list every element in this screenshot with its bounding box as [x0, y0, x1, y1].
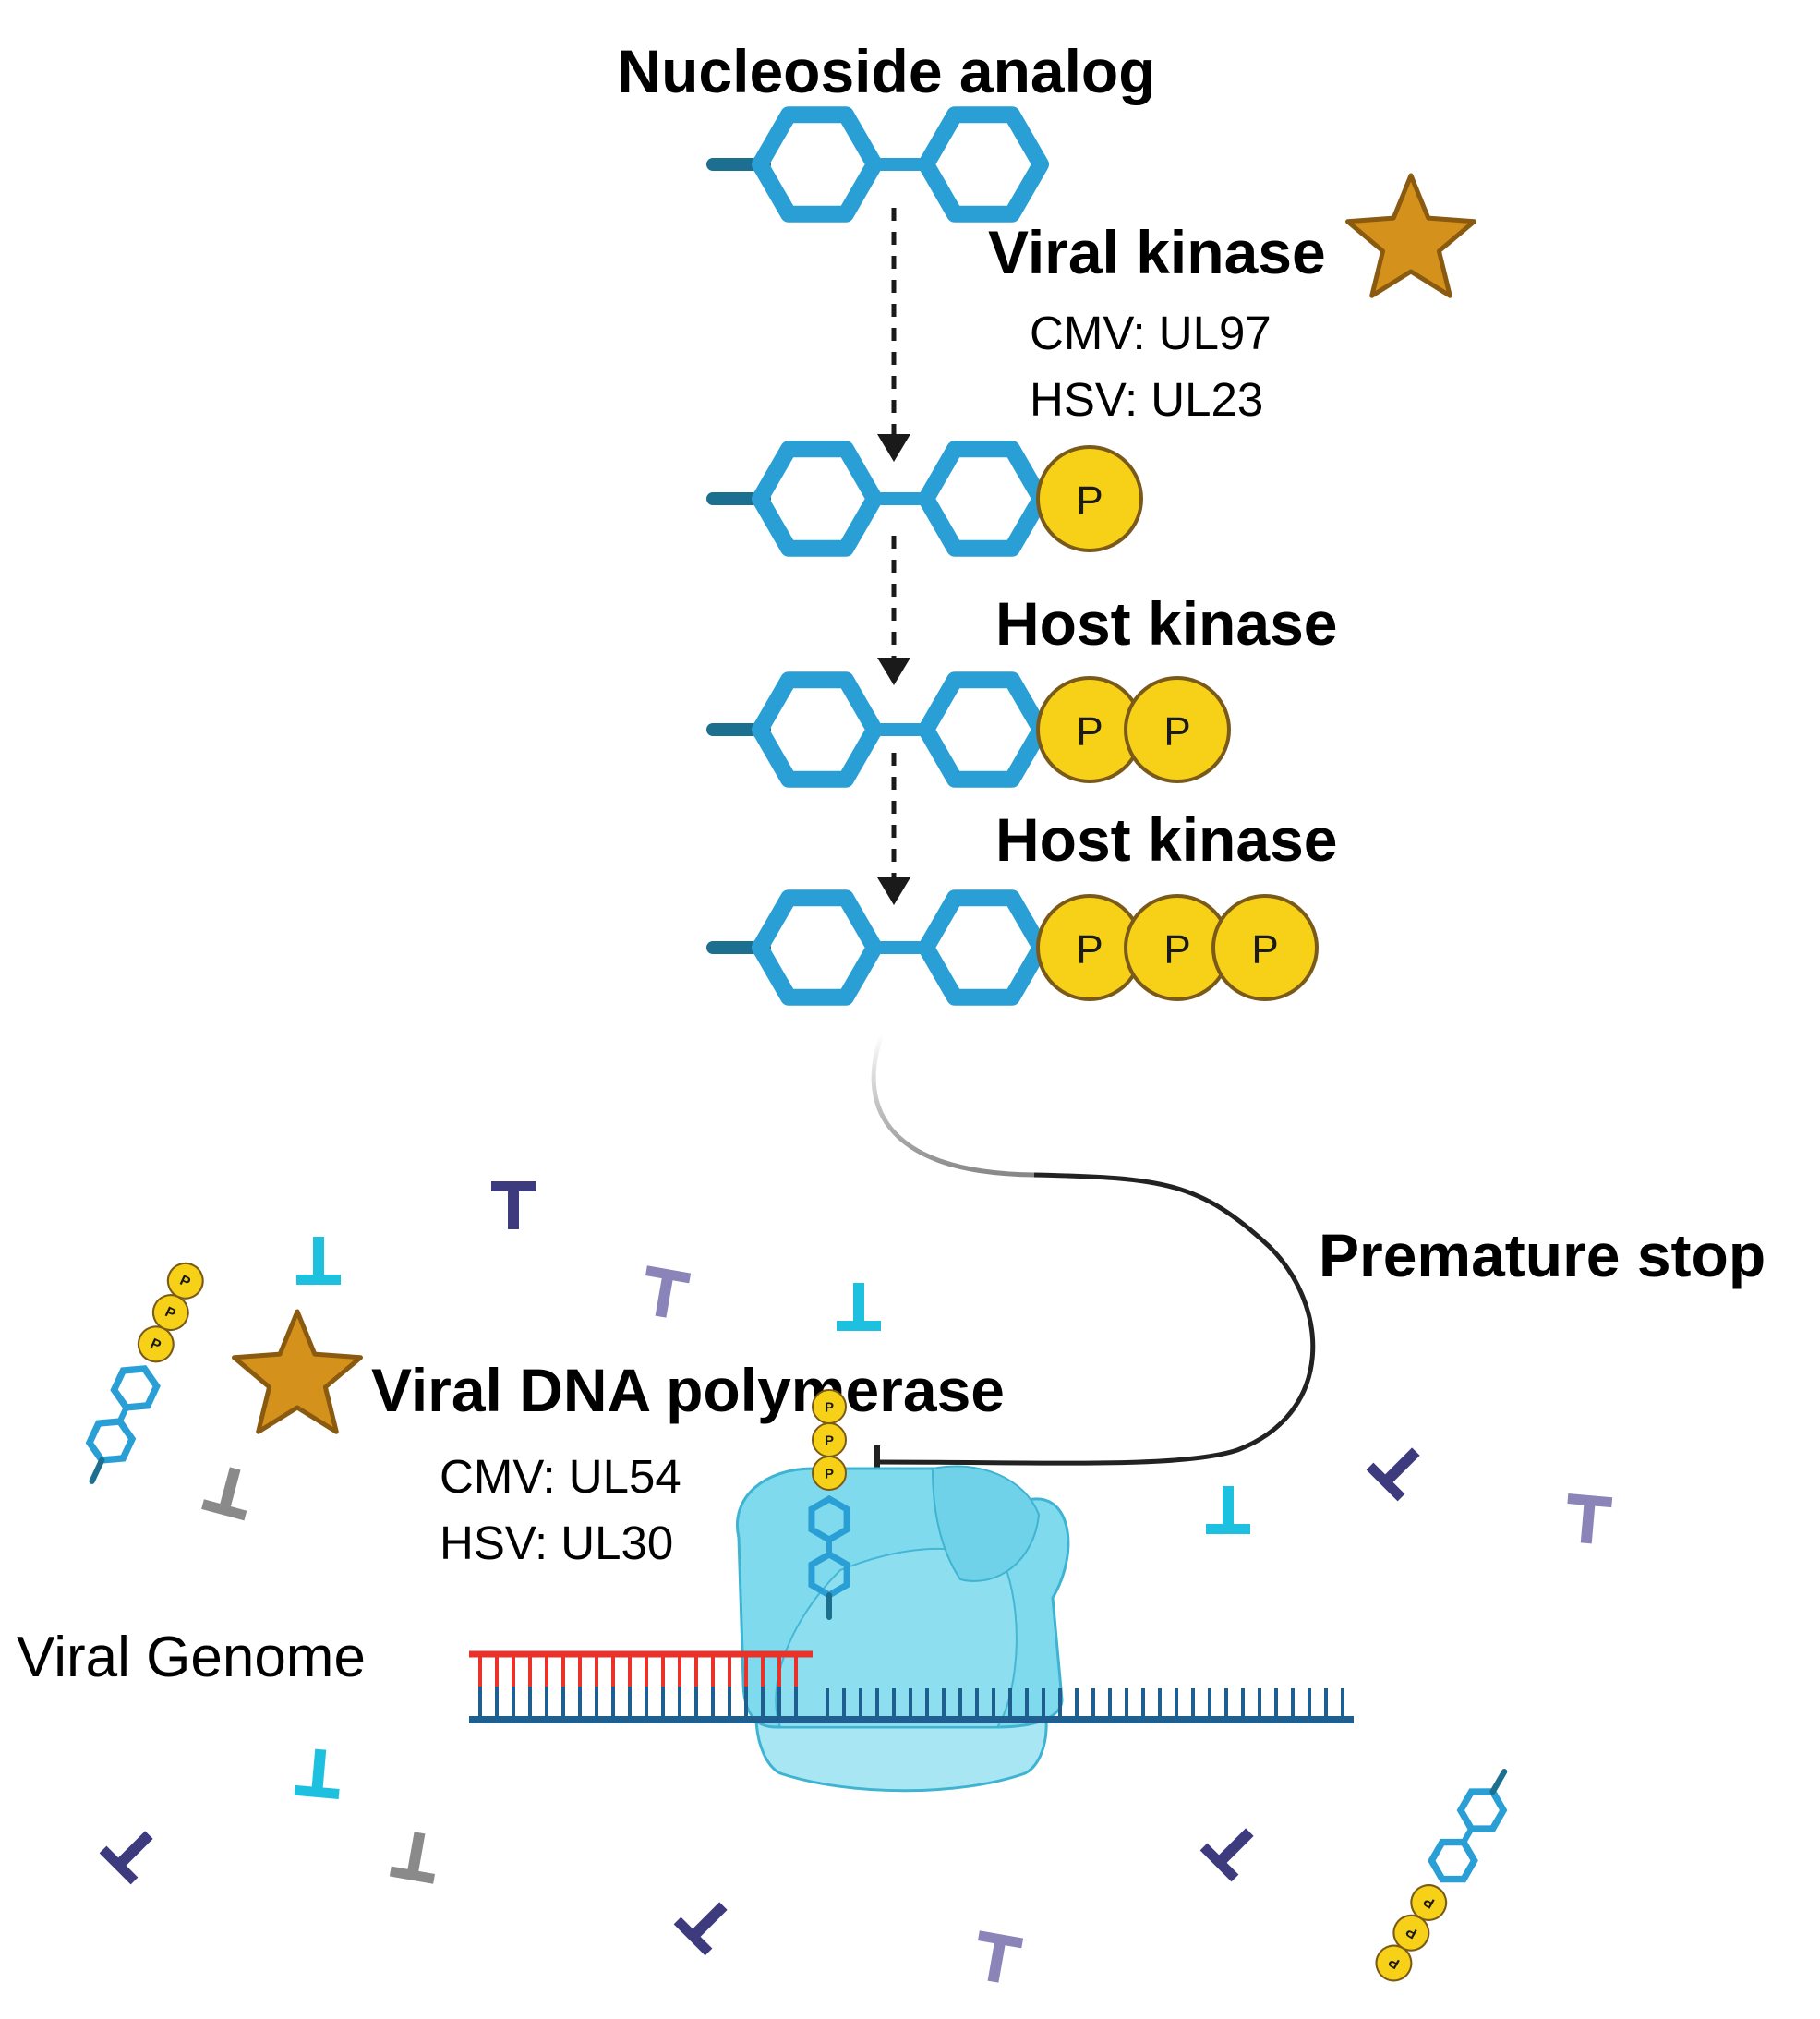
- phosphate-icon: [166, 1262, 204, 1300]
- phosphate-icon: P: [1124, 894, 1231, 1001]
- phosphate-label: P: [1163, 709, 1190, 755]
- thymidine-icon: [491, 1181, 536, 1229]
- monophosphate-analog: P: [706, 441, 1143, 557]
- phosphate-icon: P: [1211, 894, 1319, 1001]
- phosphate-label: P: [825, 1467, 834, 1482]
- phosphate-label: P: [1251, 927, 1278, 973]
- free-analog-left: PPP: [85, 1262, 204, 1484]
- phosphate-icon: [812, 1389, 847, 1424]
- hexagon-icon: [918, 889, 1049, 1006]
- star-icon: [1345, 173, 1476, 298]
- incorporated-analog: P P P: [808, 1389, 850, 1620]
- phosphate-label: P: [1076, 478, 1103, 524]
- thymidine-icon: [201, 1467, 247, 1521]
- phosphate-label: P: [825, 1400, 834, 1416]
- incorporated-analog-icon: P P P: [808, 1389, 850, 1620]
- hexagon-icon: [752, 889, 883, 1006]
- polymerase-hsv: HSV: UL30: [440, 1517, 673, 1569]
- hexagon-icon: [1456, 1788, 1508, 1832]
- thymidine-icon: [837, 1283, 881, 1331]
- tail-icon: [89, 1457, 105, 1484]
- thymidine-icon: [977, 1930, 1024, 1983]
- tail-icon: [1489, 1769, 1508, 1795]
- star-icon: [232, 1309, 363, 1434]
- thymidine-icon: [1206, 1486, 1250, 1534]
- hexagon-icon: [918, 106, 1049, 223]
- hexagon-icon: [752, 106, 883, 223]
- hexagon-icon: [752, 441, 883, 557]
- thymidine-icon: [389, 1832, 436, 1884]
- host-kinase-label-2: Host kinase: [995, 805, 1337, 874]
- host-kinase-label-1: Host kinase: [995, 589, 1337, 658]
- hexagon-icon: [1428, 1838, 1478, 1883]
- polymerase-label: Viral DNA polymerase: [371, 1356, 1005, 1424]
- thymidine-icon: [294, 1748, 340, 1799]
- hexagon-icon: [918, 671, 1049, 788]
- thymidine-icon: [645, 1265, 692, 1318]
- arrowhead-icon: [877, 658, 910, 685]
- thymidine-icon: [1567, 1493, 1613, 1544]
- title-nucleoside-analog: Nucleoside analog: [617, 37, 1155, 105]
- polymerase-cmv: CMV: UL54: [440, 1450, 681, 1503]
- dna-strand-icon: [469, 1650, 1354, 1723]
- hexagon-icon: [752, 671, 883, 788]
- polymerase-icon: [736, 1465, 1070, 1793]
- thymidine-icon: [673, 1902, 728, 1956]
- hexagon-icon: [918, 441, 1049, 557]
- dashed-arrows: [877, 208, 910, 905]
- nucleoside-analog: [706, 106, 1049, 223]
- viral-kinase-hsv: HSV: UL23: [1030, 373, 1263, 426]
- phosphate-label: P: [825, 1433, 834, 1449]
- hexagon-icon: [110, 1365, 161, 1411]
- viral-genome-label: Viral Genome: [17, 1626, 366, 1689]
- free-nucleotides: [99, 1181, 1613, 1983]
- viral-kinase-label: Viral kinase: [988, 218, 1326, 286]
- free-analog-right: PPP: [1375, 1769, 1508, 1982]
- premature-stop-label: Premature stop: [1319, 1221, 1766, 1289]
- hexagon-icon: [85, 1418, 137, 1464]
- thymidine-icon: [1199, 1828, 1254, 1882]
- phosphate-label: P: [1163, 927, 1190, 973]
- phosphate-label: P: [1076, 927, 1103, 973]
- thymidine-icon: [296, 1237, 341, 1285]
- phosphate-icon: P: [1036, 445, 1143, 552]
- phosphate-icon: P: [1036, 894, 1143, 1001]
- viral-kinase-cmv: CMV: UL97: [1030, 307, 1272, 359]
- thymidine-icon: [1366, 1447, 1420, 1502]
- phosphate-icon: [1375, 1944, 1413, 1982]
- thymidine-icon: [99, 1831, 153, 1885]
- arrowhead-icon: [877, 877, 910, 905]
- arrowhead-icon: [877, 434, 910, 462]
- phosphate-icon: P: [1124, 676, 1231, 783]
- phosphate-label: P: [1076, 709, 1103, 755]
